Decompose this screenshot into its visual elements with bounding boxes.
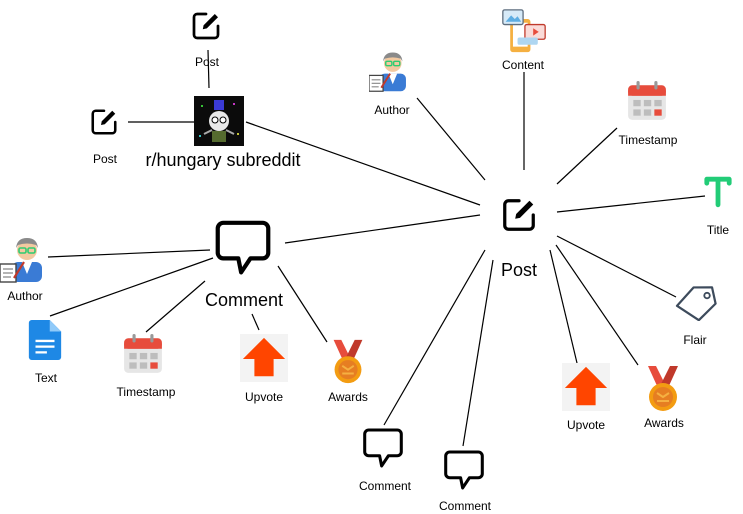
edge-comment-center-to-comment-author [47, 249, 211, 258]
edge-post-center-to-post-upvote [549, 249, 578, 364]
comment-a-label: Comment [358, 479, 412, 493]
flair-label: Flair [683, 333, 707, 347]
content-label: Content [501, 58, 545, 72]
medal-icon [647, 365, 679, 412]
post-center-label: Post [500, 260, 538, 280]
title-label: Title [706, 223, 730, 237]
edge-comment-center-to-comment-text [49, 257, 214, 317]
subreddit-label: r/hungary subreddit [145, 150, 301, 170]
edge-post-center-to-post-awards [555, 244, 639, 366]
comment-b-label: Comment [438, 499, 492, 513]
edge-comment-center-to-comment-upvote [251, 313, 260, 331]
comment-upvote-label: Upvote [244, 390, 284, 404]
calendar-icon [628, 81, 666, 120]
edit-icon [91, 109, 117, 135]
post-awards-label: Awards [644, 416, 684, 430]
comment-center-label: Comment [204, 290, 284, 310]
document-icon [27, 318, 63, 362]
comment-timestamp-label: Timestamp [116, 385, 176, 399]
post-author-label: Author [374, 103, 410, 117]
edge-post-center-to-post-author [416, 97, 486, 181]
edge-post-center-to-subreddit [245, 121, 481, 206]
calendar-icon [124, 334, 162, 373]
title-t-icon [707, 179, 729, 205]
comment-text-label: Text [34, 371, 58, 385]
content-media-icon [502, 9, 546, 53]
sub-post-left-label: Post [92, 152, 118, 166]
comment-awards-label: Awards [328, 390, 368, 404]
edge-post-center-to-comment-a [383, 249, 486, 426]
speech-bubble-icon [444, 450, 484, 490]
edge-comment-center-to-comment-awards [277, 265, 328, 343]
author-icon [369, 51, 407, 93]
upvote-arrow-icon [240, 334, 288, 382]
edge-layer [47, 49, 706, 447]
edge-post-center-to-post-timestamp [556, 127, 618, 185]
edge-post-center-to-comment-b [462, 259, 494, 447]
edit-icon [503, 199, 535, 231]
sub-post-top-label: Post [194, 55, 220, 69]
post-timestamp-label: Timestamp [618, 133, 678, 147]
post-upvote-label: Upvote [566, 418, 606, 432]
edge-post-center-to-flair [556, 235, 677, 298]
edge-post-center-to-comment-center [284, 214, 481, 244]
edit-icon [192, 12, 220, 40]
upvote-arrow-icon [562, 363, 610, 411]
comment-author-label: Author [7, 289, 43, 303]
tag-icon [674, 284, 719, 321]
author-icon [0, 236, 44, 284]
medal-icon [332, 338, 364, 385]
subreddit-avatar-icon [194, 96, 244, 146]
speech-bubble-icon [363, 428, 403, 468]
edge-post-center-to-title [556, 195, 706, 213]
edge-subreddit-to-sub-post-top [207, 49, 210, 89]
icon-layer [0, 9, 729, 490]
edge-comment-center-to-comment-timestamp [145, 280, 206, 333]
speech-bubble-icon [218, 223, 269, 273]
